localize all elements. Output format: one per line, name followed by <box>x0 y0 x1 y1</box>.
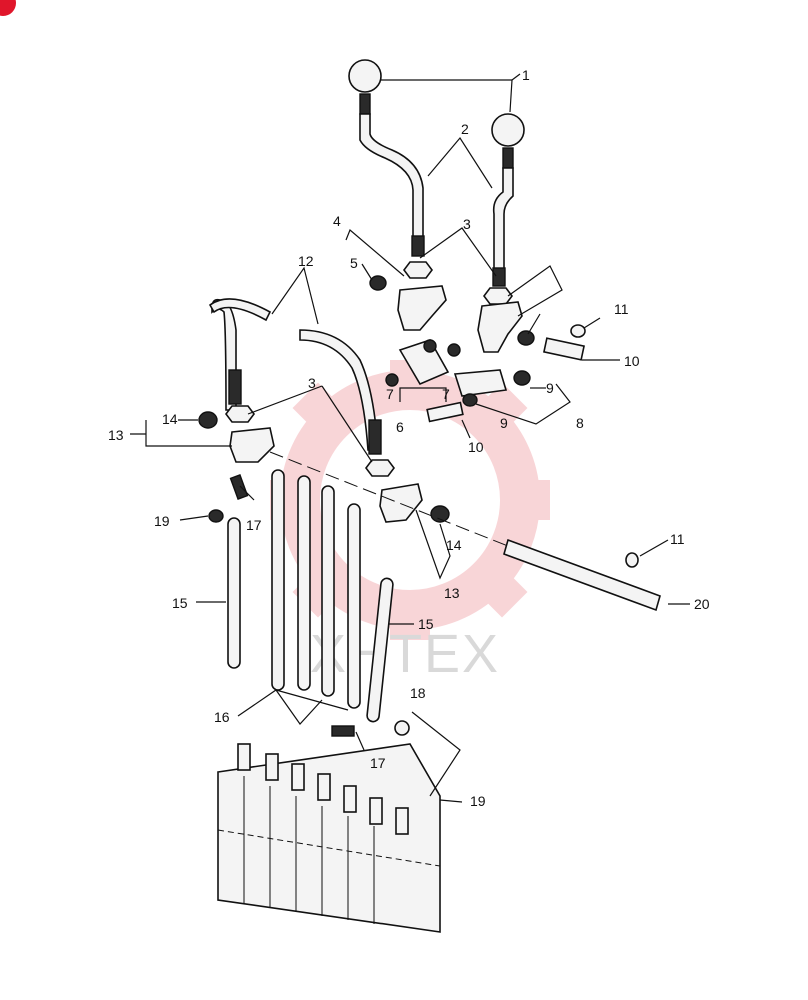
callout-17-lower: 17 <box>370 755 386 771</box>
callout-labels: 1 2 3 4 5 11 10 12 3 14 13 7 9 7 6 9 8 1… <box>108 67 710 809</box>
callout-4-left: 4 <box>333 213 341 229</box>
bushing-18 <box>394 720 410 736</box>
callout-16: 16 <box>214 709 230 725</box>
rail-16-d <box>347 503 361 709</box>
callout-12: 12 <box>298 253 314 269</box>
link-bushing-a <box>423 339 437 353</box>
nut-left <box>403 261 433 279</box>
shift-knob-right <box>491 113 525 169</box>
lever-thread-left <box>411 235 425 257</box>
lever-bracket-right <box>477 301 523 353</box>
callout-19-lower: 19 <box>470 793 486 809</box>
lever-12-left-thread <box>228 369 242 405</box>
washer-11-lower <box>625 552 639 568</box>
callout-1: 1 <box>522 67 530 83</box>
shaft-20 <box>503 538 661 612</box>
rail-15-right <box>366 577 394 723</box>
bracket-13-right <box>379 483 423 523</box>
callout-9-lower: 9 <box>500 415 508 431</box>
link-bushing-c <box>385 373 399 387</box>
bushing-14-left <box>198 411 218 429</box>
callout-13-left: 13 <box>108 427 124 443</box>
case-divisions <box>217 776 441 924</box>
lever-12-right-thread <box>368 419 382 455</box>
lever-12-right <box>299 329 379 451</box>
shift-lever-right <box>492 167 514 271</box>
callout-3-upper: 3 <box>463 216 471 232</box>
nut-right <box>483 287 513 305</box>
link-bushing-b <box>447 343 461 357</box>
callout-11-lower: 11 <box>670 531 685 547</box>
rail-16-b <box>297 475 311 691</box>
link-8 <box>453 369 508 397</box>
callout-9-right: 9 <box>546 380 554 396</box>
lever-12-left-top <box>208 298 272 322</box>
callout-7-right: 7 <box>442 386 450 402</box>
bracket-13-left <box>229 427 275 463</box>
rail-15-left <box>227 517 241 669</box>
shaft-centerline <box>269 451 509 547</box>
pin-lower <box>426 401 464 423</box>
callout-20: 20 <box>694 596 710 612</box>
watermark-text: XHTEX <box>310 624 500 684</box>
shift-lever-left <box>359 113 424 241</box>
callout-7-left: 7 <box>386 386 394 402</box>
lever-bracket-left <box>397 285 447 331</box>
callout-19-upper: 19 <box>154 513 170 529</box>
nut-19-upper <box>208 509 224 523</box>
screw-17-upper <box>229 474 249 500</box>
callout-10-upper: 10 <box>624 353 640 369</box>
callout-10-lower: 10 <box>468 439 484 455</box>
callout-8: 8 <box>576 415 584 431</box>
callout-14-left: 14 <box>162 411 178 427</box>
callout-6: 6 <box>396 419 404 435</box>
callout-14-right: 14 <box>446 537 462 553</box>
corner-badge <box>0 0 16 16</box>
callout-15-left: 15 <box>172 595 188 611</box>
callout-2: 2 <box>461 121 469 137</box>
rail-16-c <box>321 485 335 697</box>
screw-17-lower <box>331 725 355 737</box>
nut-lower-right <box>365 459 395 477</box>
callout-17-upper: 17 <box>246 517 262 533</box>
lever-thread-right <box>492 267 506 287</box>
bushing-9b <box>462 393 478 407</box>
bushing-9a <box>513 370 531 386</box>
callout-18: 18 <box>410 685 426 701</box>
callout-15-right: 15 <box>418 616 434 632</box>
callout-13-right: 13 <box>444 585 460 601</box>
pin-upper <box>543 337 585 361</box>
callout-5-left: 5 <box>350 255 358 271</box>
callout-11-upper: 11 <box>614 301 629 317</box>
washer-upper <box>570 324 586 338</box>
shift-fork-towers <box>237 743 409 835</box>
link-6 <box>398 339 450 386</box>
leader-lines <box>130 73 690 803</box>
nut-lower-left <box>225 405 255 423</box>
rail-16-a <box>271 469 285 691</box>
bushing-right <box>517 330 535 346</box>
bushing-14-right <box>430 505 450 523</box>
bushing-left <box>369 275 387 291</box>
transmission-case <box>217 743 441 933</box>
callout-3-lower: 3 <box>308 375 316 391</box>
shift-knob-left <box>348 59 382 115</box>
